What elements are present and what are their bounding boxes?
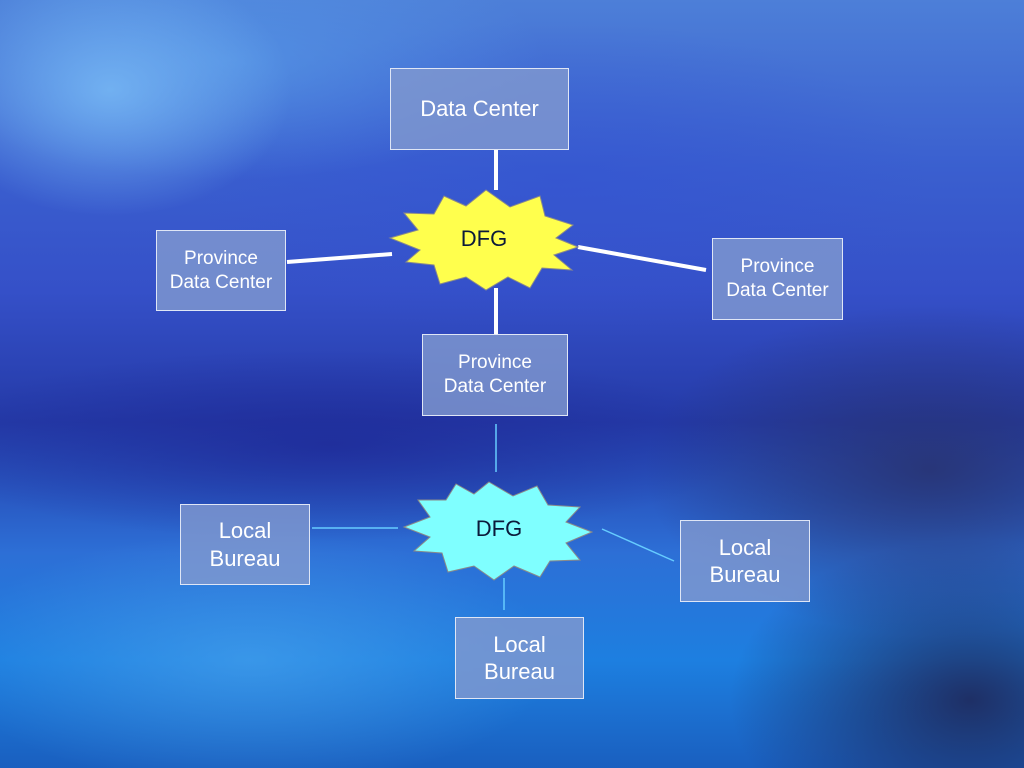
local-bureau-node-bottom: Local Bureau [455, 617, 584, 699]
dfg-bottom-starburst-icon [402, 481, 594, 581]
connector-province-left-dfg [286, 252, 393, 264]
province-data-center-label-left: Province Data Center [169, 247, 273, 293]
local-bureau-node-left: Local Bureau [180, 504, 310, 585]
local-bureau-label-right: Local Bureau [709, 534, 781, 588]
dfg-bottom-label: DFG [475, 516, 523, 541]
local-bureau-label-bottom: Local Bureau [484, 631, 555, 685]
dfg-top-starburst-icon [388, 189, 580, 291]
dfg-top-label: DFG [460, 226, 508, 251]
province-data-center-node-middle: Province Data Center [422, 334, 568, 416]
province-data-center-node-right: Province Data Center [712, 238, 843, 320]
local-bureau-node-right: Local Bureau [680, 520, 810, 602]
data-center-label: Data Center [420, 96, 539, 122]
connector-local-right-dfg [601, 528, 675, 562]
data-center-node: Data Center [390, 68, 569, 150]
province-data-center-node-left: Province Data Center [156, 230, 286, 311]
province-data-center-label-middle: Province Data Center [443, 352, 547, 397]
province-data-center-label-right: Province Data Center [726, 256, 829, 301]
local-bureau-label-left: Local Bureau [209, 518, 281, 571]
connector-province-right-dfg [577, 245, 707, 272]
